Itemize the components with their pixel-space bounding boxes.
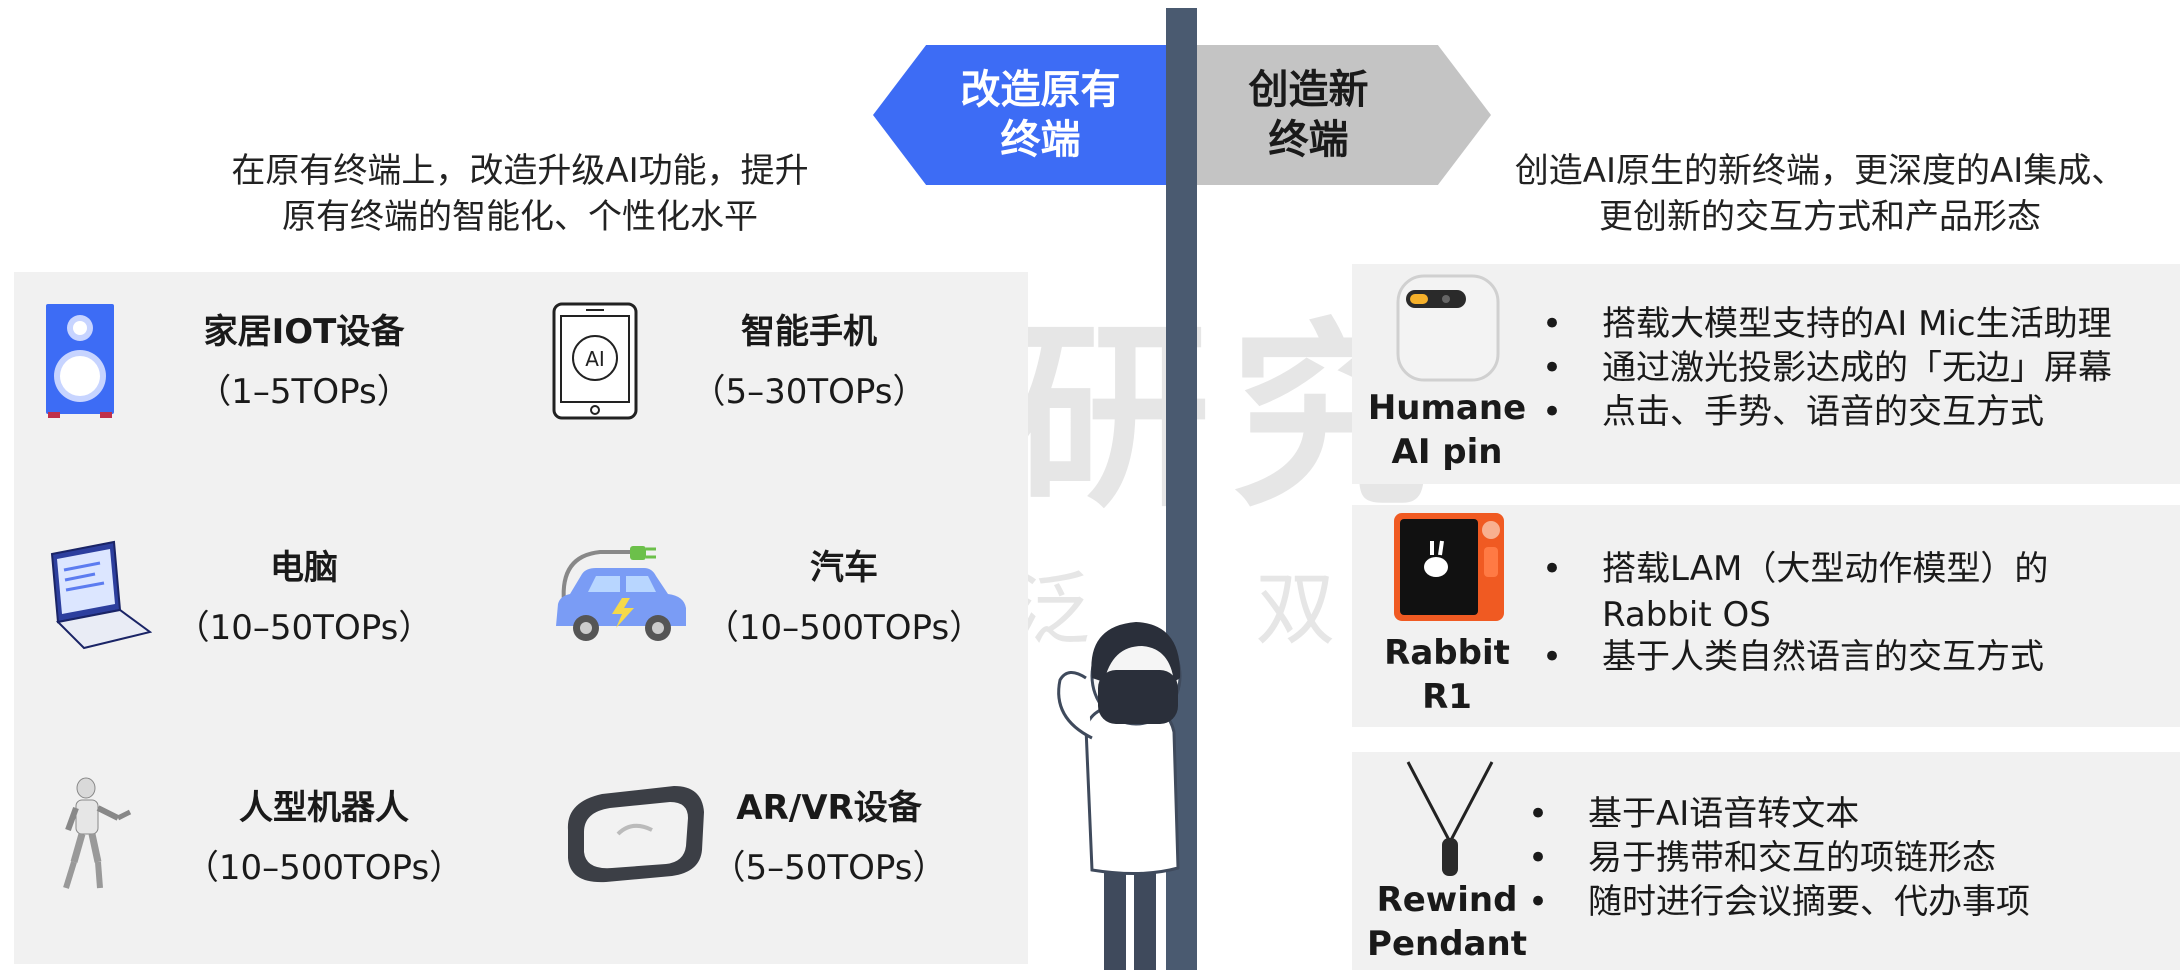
device-name: Rabbit R1	[1384, 633, 1510, 717]
device-name: 汽车	[810, 548, 878, 588]
feature-item-continuation: Rabbit OS	[1602, 595, 1771, 635]
left-description: 在原有终端上，改造升级AI功能，提升 原有终端的智能化、个性化水平	[231, 151, 809, 237]
feature-item: 易于携带和交互的项链形态	[1528, 836, 2030, 880]
feature-list: 搭载大模型支持的AI Mic生活助理 通过激光投影达成的「无边」屏幕 点击、手势…	[1542, 302, 2112, 434]
new-device-card: Humane AI pin 搭载大模型支持的AI Mic生活助理 通过激光投影达…	[1352, 264, 2180, 484]
device-name: 智能手机	[741, 312, 877, 352]
new-device-card: Rabbit R1 搭载LAM（大型动作模型）的 Rabbit OS 基于人类自…	[1352, 505, 2180, 727]
device-name: 人型机器人	[239, 788, 409, 828]
device-name: AR/VR设备	[736, 788, 922, 828]
vr-headset-icon	[562, 772, 712, 896]
pendant-icon	[1402, 760, 1498, 884]
device-tops: （10–50TOPs）	[175, 608, 433, 648]
rabbit-r1-icon	[1392, 511, 1506, 627]
feature-item: 基于AI语音转文本	[1528, 792, 2030, 836]
feature-item: 点击、手势、语音的交互方式	[1542, 390, 2112, 434]
thinking-person-icon	[1042, 608, 1212, 974]
device-name: 电脑	[270, 548, 338, 588]
feature-item: 基于人类自然语言的交互方式	[1542, 635, 2044, 679]
feature-item: 搭载LAM（大型动作模型）的	[1542, 547, 2048, 591]
device-name: 家居IOT设备	[203, 312, 405, 352]
ai-pin-icon	[1394, 272, 1502, 388]
signpost-right-arrow: 创造新 终端	[1196, 45, 1491, 185]
speaker-icon	[44, 302, 116, 422]
feature-list: 基于AI语音转文本 易于携带和交互的项链形态 随时进行会议摘要、代办事项	[1528, 792, 2030, 924]
device-name: Rewind Pendant	[1367, 880, 1527, 964]
svg-text:AI: AI	[585, 347, 605, 371]
smartphone-icon: AI	[552, 302, 638, 424]
device-tops: （10–500TOPs）	[704, 608, 984, 648]
device-tops: （5–50TOPs）	[711, 848, 947, 888]
feature-item: 通过激光投影达成的「无边」屏幕	[1542, 346, 2112, 390]
electric-car-icon	[552, 542, 692, 658]
new-device-card: Rewind Pendant 基于AI语音转文本 易于携带和交互的项链形态 随时…	[1352, 752, 2180, 970]
humanoid-robot-icon	[54, 776, 138, 896]
device-tops: （1–5TOPs）	[197, 372, 411, 412]
feature-list: 搭载LAM（大型动作模型）的	[1542, 547, 2048, 591]
device-tops: （5–30TOPs）	[691, 372, 927, 412]
existing-terminals-panel: 家居IOT设备 （1–5TOPs） AI 智能手机 （5–30TOPs） 电脑 …	[14, 272, 1028, 964]
feature-item: 随时进行会议摘要、代办事项	[1528, 880, 2030, 924]
signpost-left-arrow: 改造原有 终端	[873, 45, 1168, 185]
device-name: Humane AI pin	[1367, 388, 1527, 472]
feature-list: 基于人类自然语言的交互方式	[1542, 635, 2044, 679]
laptop-icon	[40, 540, 153, 656]
device-tops: （10–500TOPs）	[184, 848, 464, 888]
feature-item: 搭载大模型支持的AI Mic生活助理	[1542, 302, 2112, 346]
right-description: 创造AI原生的新终端，更深度的AI集成、 更创新的交互方式和产品形态	[1514, 151, 2126, 237]
